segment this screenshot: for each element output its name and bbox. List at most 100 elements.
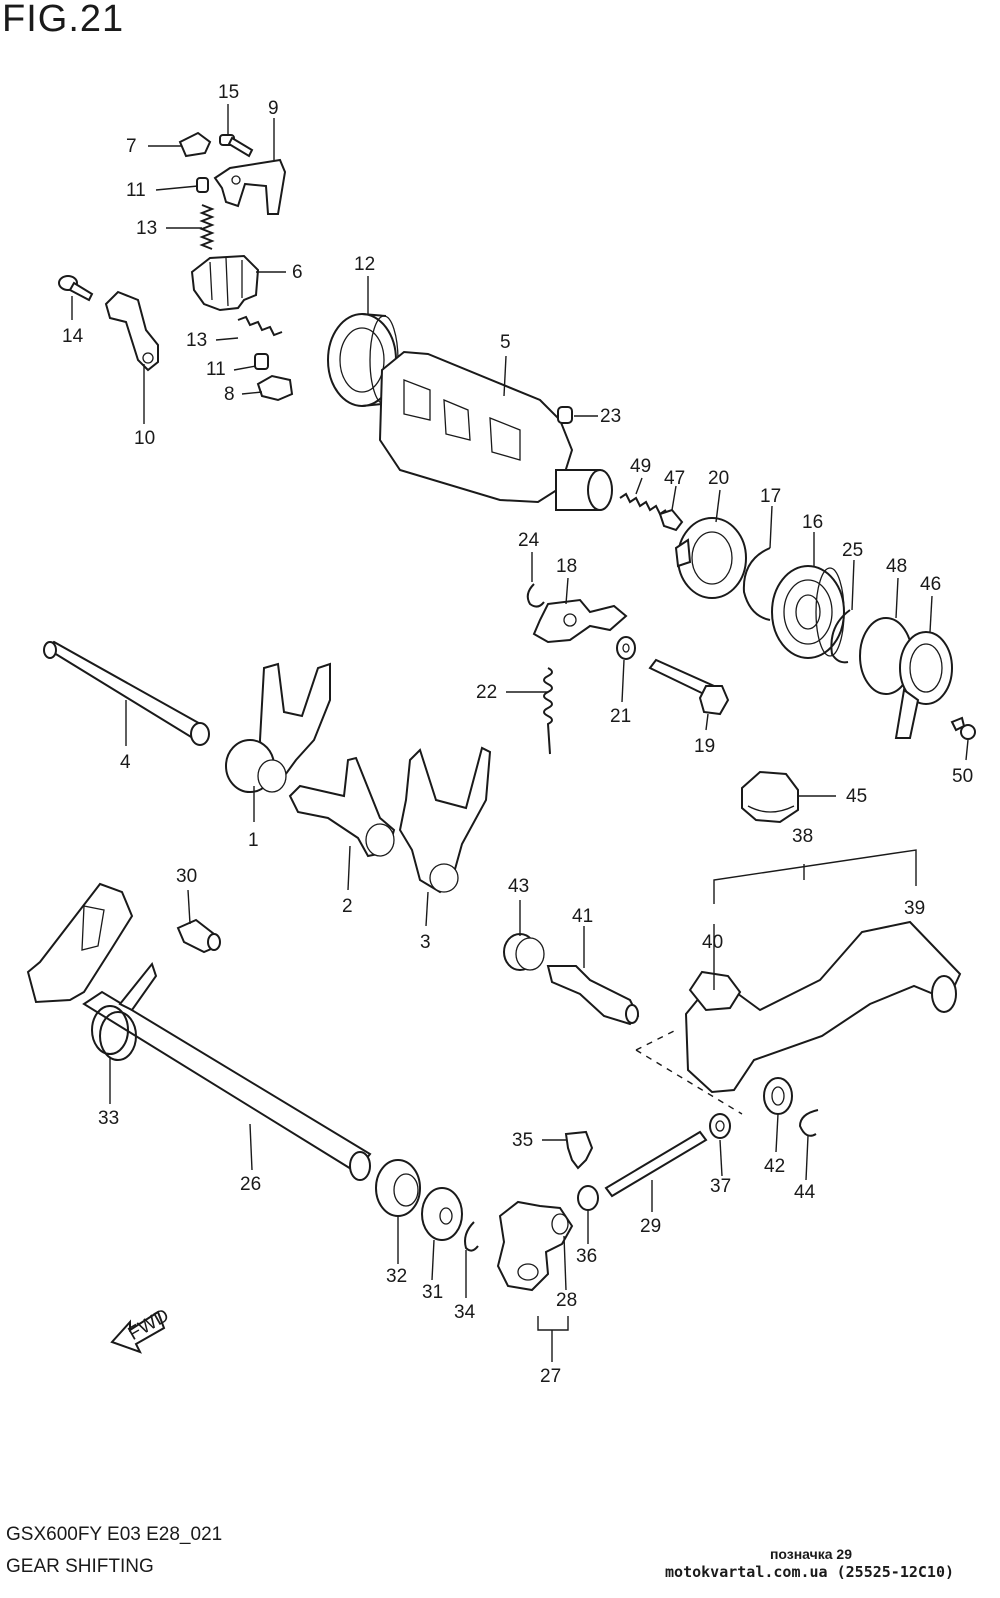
callout-14: 14 — [62, 326, 84, 347]
part-4-shaft — [43, 640, 210, 746]
reference-label: позначка 29 — [769, 1546, 852, 1562]
callout-36: 36 — [576, 1246, 597, 1267]
callout-45: 45 — [846, 786, 867, 807]
callout-43: 43 — [508, 876, 529, 897]
callout-21: 21 — [610, 706, 631, 727]
callout-7: 7 — [126, 136, 137, 157]
part-17-circlip — [742, 547, 771, 621]
part-11-pin-upper — [196, 177, 209, 193]
callout-38: 38 — [792, 826, 813, 847]
fwd-label: FWD — [125, 1305, 173, 1345]
part-16-bearing — [771, 565, 845, 659]
callout-50: 50 — [952, 766, 973, 787]
part-13-spring-lower — [237, 315, 283, 337]
callout-31: 31 — [422, 1282, 443, 1303]
part-13-spring-upper — [199, 204, 215, 250]
callout-13: 13 — [136, 218, 157, 239]
callout-27: 27 — [540, 1366, 561, 1387]
callout-24: 24 — [518, 530, 540, 551]
callout-47: 47 — [664, 468, 685, 489]
part-49-spring — [619, 492, 667, 516]
fwd-arrow-icon — [110, 1310, 166, 1354]
part-22-spring — [543, 667, 553, 755]
part-46-cover — [894, 631, 953, 739]
part-43-collar — [503, 933, 545, 971]
callout-20: 20 — [708, 468, 729, 489]
callout-10: 10 — [134, 428, 155, 449]
part-41-bolt — [546, 965, 640, 1026]
part-3-fork — [398, 746, 492, 894]
callout-16: 16 — [802, 512, 823, 533]
part-2-fork — [288, 756, 396, 858]
callout-5: 5 — [500, 332, 511, 353]
callout-25: 25 — [842, 540, 863, 561]
part-39-shift-pedal — [684, 920, 962, 1094]
callout-9: 9 — [268, 98, 279, 119]
callout-18: 18 — [556, 556, 577, 577]
part-11-pin-lower — [254, 353, 269, 370]
callout-37: 37 — [710, 1176, 731, 1197]
callout-6: 6 — [292, 262, 303, 283]
callout-19: 19 — [694, 736, 715, 757]
callout-22: 22 — [476, 682, 497, 703]
part-8-clip — [256, 374, 294, 402]
callout-1: 1 — [248, 830, 259, 851]
callout-4: 4 — [120, 752, 131, 773]
part-23-pin — [557, 406, 573, 424]
part-26-shift-shaft — [26, 882, 372, 1181]
site-watermark: motokvartal.com.ua (25525-12C10) — [665, 1563, 954, 1581]
part-19-bolt — [648, 658, 730, 716]
callout-labels: 15 9 7 11 13 6 14 13 11 8 10 12 5 23 49 … — [62, 82, 973, 1387]
callout-3: 3 — [420, 932, 431, 953]
part-50-screw — [950, 716, 976, 740]
callout-34: 34 — [454, 1302, 476, 1323]
part-10-plate — [104, 290, 159, 372]
leader-lines — [71, 104, 969, 1362]
part-35-bolt — [564, 1130, 594, 1170]
part-20-stopper-plate — [674, 517, 747, 599]
callout-2: 2 — [342, 896, 353, 917]
part-44-circlip — [798, 1109, 819, 1137]
callout-40: 40 — [702, 932, 723, 953]
part-14-bolt — [58, 275, 94, 302]
part-47-pin — [658, 508, 684, 532]
part-25-circlip — [830, 609, 851, 664]
figure-name: GEAR SHIFTING — [6, 1556, 154, 1577]
part-9-plate — [213, 158, 287, 215]
part-30-stud — [176, 918, 221, 954]
callout-12: 12 — [354, 254, 375, 275]
part-33-spring — [91, 1005, 137, 1061]
callout-42: 42 — [764, 1156, 785, 1177]
part-31-washer — [421, 1187, 463, 1241]
part-28-shift-lever — [496, 1200, 574, 1292]
callout-35: 35 — [512, 1130, 533, 1151]
callout-17: 17 — [760, 486, 781, 507]
part-29-rod — [604, 1130, 708, 1198]
part-18-arm — [532, 598, 628, 644]
callout-15: 15 — [218, 82, 239, 103]
callout-29: 29 — [640, 1216, 661, 1237]
callout-28: 28 — [556, 1290, 577, 1311]
part-34-circlip — [464, 1221, 479, 1252]
part-15-bolt — [219, 134, 254, 158]
part-21-washer — [616, 636, 636, 660]
callout-23: 23 — [600, 406, 621, 427]
callout-49: 49 — [630, 456, 651, 477]
part-24-circlip — [526, 583, 545, 608]
model-code: GSX600FY E03 E28_021 — [6, 1524, 223, 1545]
part-37-nut — [709, 1113, 731, 1139]
callout-32: 32 — [386, 1266, 407, 1287]
callout-11: 11 — [126, 180, 146, 201]
part-32-oil-seal — [375, 1159, 421, 1217]
callout-41: 41 — [572, 906, 593, 927]
part-5-shift-drum — [378, 350, 613, 511]
part-42-washer — [763, 1077, 793, 1115]
callout-30: 30 — [176, 866, 197, 887]
figure-title: FIG.21 — [2, 0, 125, 40]
part-7-clip — [178, 131, 212, 158]
callout-8: 8 — [224, 384, 235, 405]
callout-11: 11 — [206, 359, 226, 380]
callout-26: 26 — [240, 1174, 261, 1195]
callout-48: 48 — [886, 556, 907, 577]
